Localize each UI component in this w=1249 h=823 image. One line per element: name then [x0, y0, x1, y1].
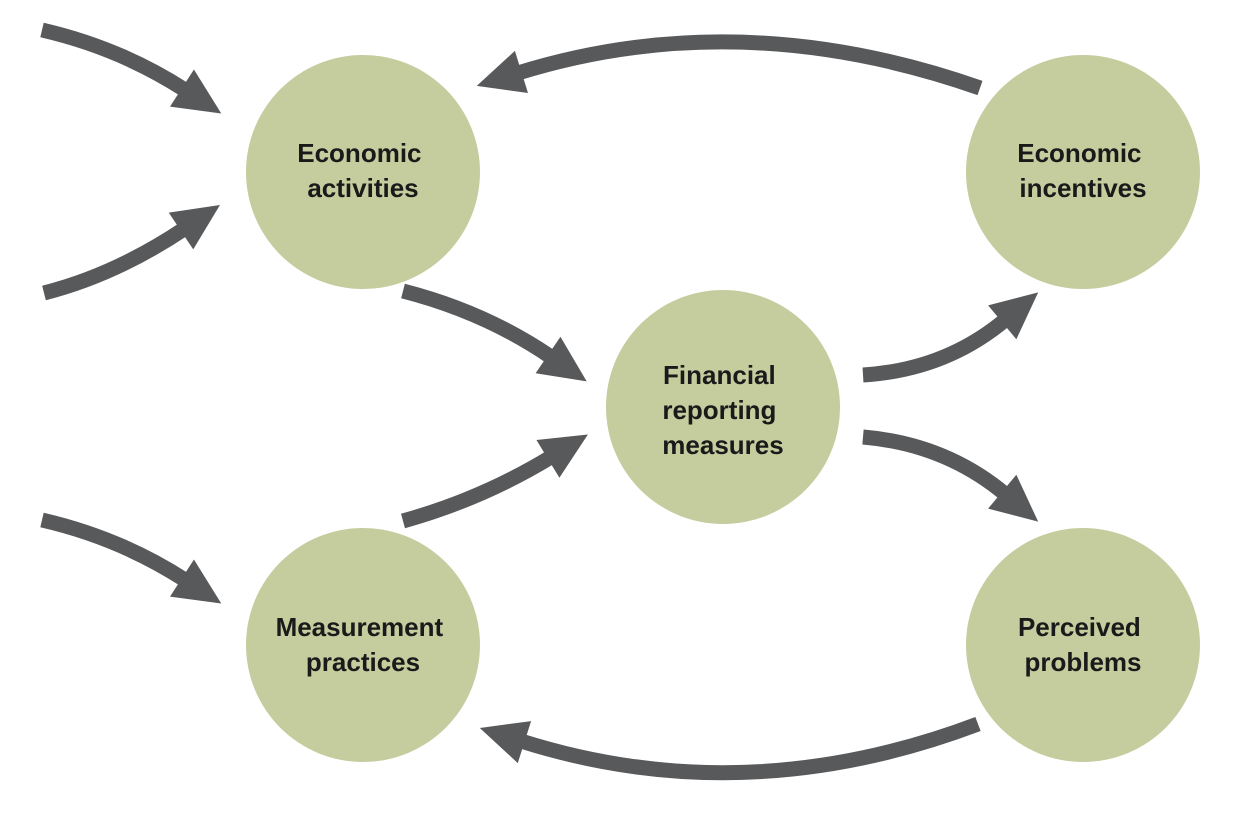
arrow-economic-activities-to-financial-reporting-measures: [401, 283, 587, 382]
arrow-measurement-practices-to-financial-reporting-measures: [400, 434, 588, 529]
arrow-financial-reporting-measures-to-economic-incentives: [862, 292, 1039, 383]
economic-incentives-label-line1: Economic: [1017, 138, 1141, 168]
perceived-problems-circle: [966, 528, 1200, 762]
measurement-practices-label-line1: Measurement: [276, 612, 444, 642]
financial-reporting-measures-label-line3: measures: [662, 430, 783, 460]
arrow-external-to-measurement-practices: [40, 512, 222, 604]
economic-incentives-label: Economic incentives: [1017, 138, 1148, 203]
financial-reporting-measures-label: Financial reporting measures: [662, 360, 783, 460]
node-economic-incentives: Economic incentives: [966, 55, 1200, 289]
measurement-practices-circle: [246, 528, 480, 762]
economic-activities-label-line1: Economic: [297, 138, 421, 168]
node-perceived-problems: Perceived problems: [966, 528, 1200, 762]
perceived-problems-label: Perceived problems: [1018, 612, 1148, 677]
arrow-financial-reporting-measures-to-perceived-problems: [862, 429, 1039, 522]
arrow-economic-incentives-to-economic-activities: [476, 34, 983, 96]
perceived-problems-label-line2: problems: [1024, 647, 1141, 677]
measurement-practices-label-line2: practices: [306, 647, 420, 677]
economic-activities-label-line2: activities: [307, 173, 418, 203]
economic-activities-circle: [246, 55, 480, 289]
arrow-perceived-problems-to-measurement-practices: [479, 716, 981, 781]
arrow-external-to-economic-activities-upper: [40, 22, 222, 114]
financial-reporting-measures-label-line1: Financial: [663, 360, 776, 390]
economic-incentives-circle: [966, 55, 1200, 289]
node-economic-activities: Economic activities: [246, 55, 480, 289]
economic-activities-label: Economic activities: [297, 138, 428, 203]
financial-reporting-measures-label-line2: reporting: [662, 395, 776, 425]
measurement-practices-label: Measurement practices: [276, 612, 451, 677]
node-financial-reporting-measures: Financial reporting measures: [606, 290, 840, 524]
economic-incentives-label-line2: incentives: [1019, 173, 1146, 203]
financial-reporting-measures-circle: [606, 290, 840, 524]
arrow-external-to-economic-activities-lower: [42, 205, 220, 301]
perceived-problems-label-line1: Perceived: [1018, 612, 1141, 642]
node-measurement-practices: Measurement practices: [246, 528, 480, 762]
